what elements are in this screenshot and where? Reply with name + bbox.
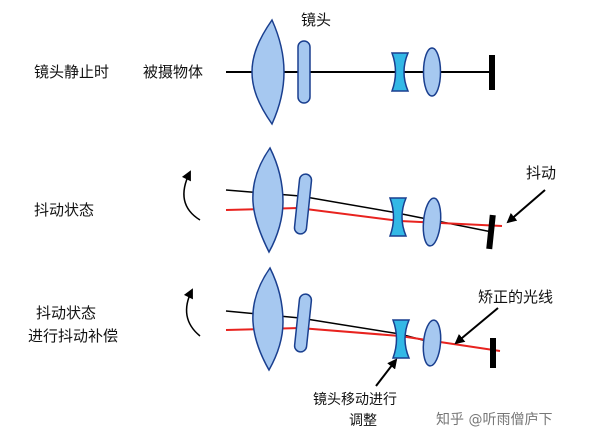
image-sensor (486, 214, 496, 250)
front-lens-element (252, 266, 284, 372)
lens-adjust-callout-arrow (375, 358, 398, 387)
second-lens-element (297, 40, 311, 104)
label-shake-state: 抖动状态 (34, 201, 94, 219)
panel-static: 镜头静止时 被摄物体 镜头 (34, 11, 495, 126)
rear-lens-element (422, 47, 442, 97)
corrected-light-callout-arrow (454, 307, 499, 345)
label-subject: 被摄物体 (143, 63, 203, 81)
rotation-arrow-icon (183, 288, 201, 337)
second-lens-element (293, 293, 313, 353)
stabilizer-lens-element (390, 52, 410, 92)
stabilizer-lens-element (391, 319, 411, 359)
stabilizer-lens-element (388, 197, 408, 237)
label-shake: 抖动 (526, 164, 556, 182)
image-sensor (489, 55, 495, 90)
front-lens-element (252, 146, 284, 254)
rear-lens-element (422, 197, 442, 247)
label-lens-adjust-line1: 镜头移动进行 (313, 392, 397, 408)
label-comp-state-line2: 进行抖动补偿 (28, 327, 118, 345)
label-corrected-light: 矫正的光线 (478, 288, 553, 306)
image-sensor (490, 338, 496, 368)
rear-lens-element (422, 319, 442, 367)
label-comp-state-line1: 抖动状态 (36, 304, 96, 322)
panel-compensation: 抖动状态 进行抖动补偿 矫正的光线 镜头移动进行 调整 (28, 266, 553, 429)
shake-callout-arrow (506, 189, 546, 224)
second-lens-element (293, 173, 313, 235)
label-lens-adjust-line2: 调整 (349, 413, 377, 429)
label-lens: 镜头 (301, 11, 331, 29)
watermark: 知乎 @听雨僧庐下 (436, 411, 552, 428)
front-lens-element (251, 18, 285, 126)
panel-shake: 抖动状态 抖动 (34, 146, 556, 254)
rotation-arrow-icon (181, 170, 201, 221)
label-static-state: 镜头静止时 (34, 63, 109, 81)
